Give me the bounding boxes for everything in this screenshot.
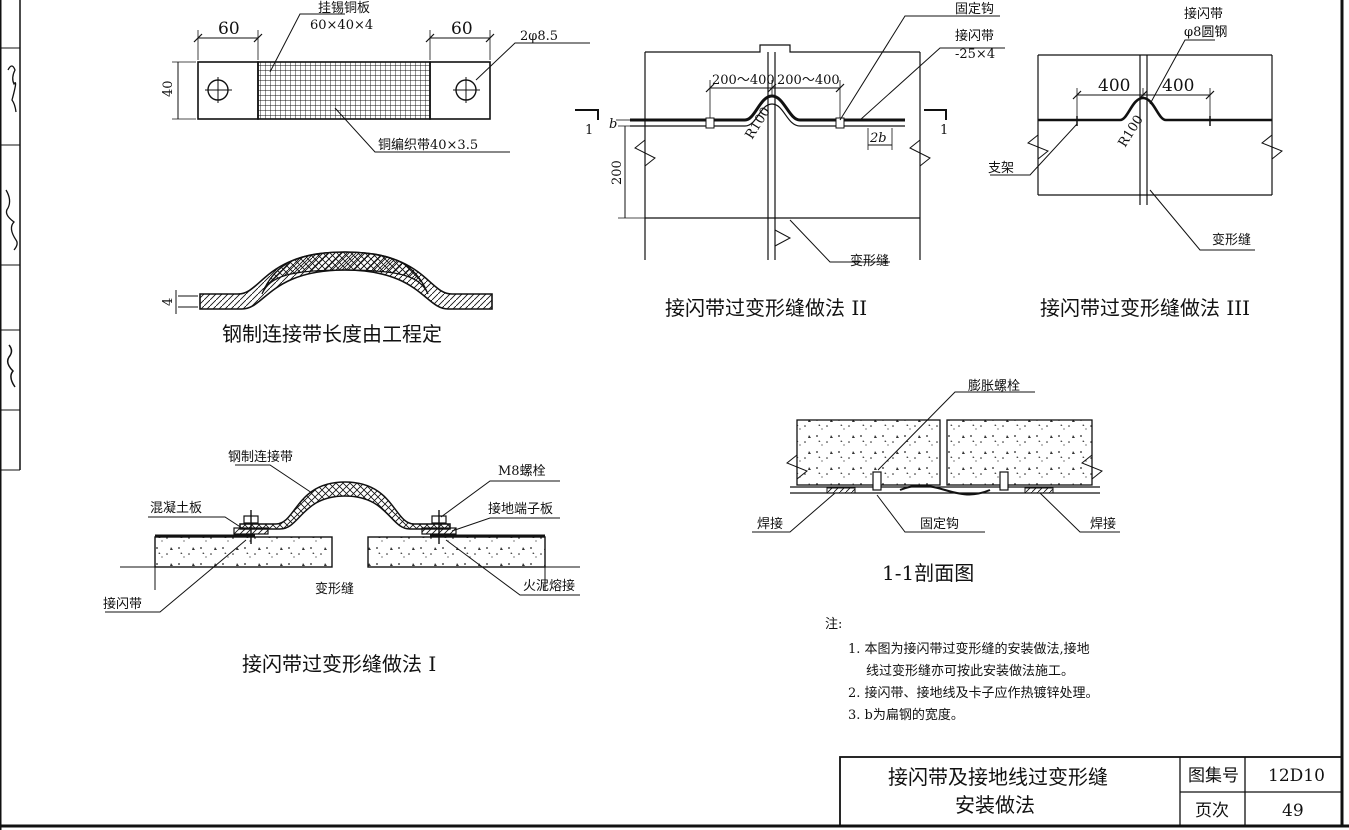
dim-left-range: 200～400: [712, 73, 775, 88]
detail-steel-strap: [175, 251, 493, 314]
method3-drawing: [990, 39, 1283, 251]
notes-heading: 注:: [825, 617, 842, 632]
atlas-value: 12D10: [1268, 766, 1325, 786]
title-line1: 接闪带及接地线过变形缝: [888, 765, 1108, 789]
label-joint-3: 变形缝: [1212, 232, 1251, 248]
label-steel-strap: 钢制连接带: [228, 449, 293, 465]
label-radius-3: R100: [1116, 113, 1147, 150]
caption-section11: 1-1剖面图: [882, 561, 974, 585]
notes-line2: 线过变形缝亦可按此安装做法施工。: [866, 663, 1074, 679]
label-round-steel: φ8圆钢: [1184, 25, 1227, 40]
label-tin-plate: 挂锡铜板: [318, 1, 370, 16]
detail-braided-strap-labels: 挂锡铜板 60×40×4 60 60 40 2φ8.5 铜编织带40×3.5: [161, 1, 558, 153]
label-joint-2: 变形缝: [850, 253, 889, 269]
label-concrete-slab: 混凝土板: [150, 500, 202, 516]
notes-line3: 2. 接闪带、接地线及卡子应作热镀锌处理。: [848, 685, 1099, 701]
detail-braided-strap: [172, 13, 590, 153]
label-m8-bolt: M8螺栓: [498, 464, 546, 479]
atlas-label: 图集号: [1188, 766, 1239, 786]
label-radius-2: R100: [743, 105, 774, 142]
label-b: b: [609, 117, 617, 132]
dim-right-400: 400: [1162, 76, 1194, 96]
label-air-terminal-dim-2: -25×4: [955, 47, 995, 62]
dim-right-range: 200～400: [777, 73, 840, 88]
label-support: 支架: [988, 161, 1014, 176]
notes-line1: 1. 本图为接闪带过变形缝的安装做法,接地: [848, 641, 1090, 657]
dim-height-200: 200: [610, 160, 625, 185]
label-air-terminal-2: 接闪带: [955, 28, 994, 44]
page-label: 页次: [1195, 801, 1229, 821]
section-mark-left: 1: [585, 123, 593, 138]
caption-steel-strap: 钢制连接带长度由工程定: [222, 322, 442, 346]
label-weld-left: 焊接: [757, 516, 783, 532]
label-air-terminal: 接闪带: [103, 596, 142, 612]
method2-drawing: [575, 15, 1005, 263]
label-air-terminal-3: 接闪带: [1184, 6, 1223, 22]
label-tin-plate-dim: 60×40×4: [310, 18, 373, 33]
dim-height-40: 40: [161, 80, 176, 97]
section-mark-right: 1: [940, 123, 948, 138]
label-braid: 铜编织带40×3.5: [378, 138, 478, 153]
label-2b: 2b: [869, 131, 887, 146]
dim-thickness-4: 4: [161, 298, 176, 306]
caption-method1: 接闪带过变形缝做法 I: [242, 652, 436, 676]
label-hook-11: 固定钩: [920, 517, 959, 532]
dim-left-60: 60: [218, 19, 240, 39]
label-exothermic-weld: 火泥熔接: [523, 578, 575, 594]
label-joint: 变形缝: [315, 581, 354, 597]
page-value: 49: [1282, 801, 1304, 821]
label-terminal-plate: 接地端子板: [488, 501, 553, 517]
dim-left-400: 400: [1098, 76, 1130, 96]
label-weld-right: 焊接: [1090, 516, 1116, 532]
title-block: [839, 756, 1343, 827]
section11-drawing: [752, 391, 1120, 533]
notes-line4: 3. b为扁钢的宽度。: [848, 707, 964, 723]
caption-method3: 接闪带过变形缝做法 III: [1040, 296, 1250, 320]
label-holes: 2φ8.5: [520, 29, 558, 44]
label-hook: 固定钩: [955, 2, 994, 17]
caption-method2: 接闪带过变形缝做法 II: [665, 296, 867, 320]
label-expansion-anchor: 膨胀螺栓: [968, 379, 1020, 394]
dim-right-60: 60: [451, 19, 473, 39]
method1-drawing: [105, 464, 580, 613]
title-line2: 安装做法: [955, 793, 1035, 817]
